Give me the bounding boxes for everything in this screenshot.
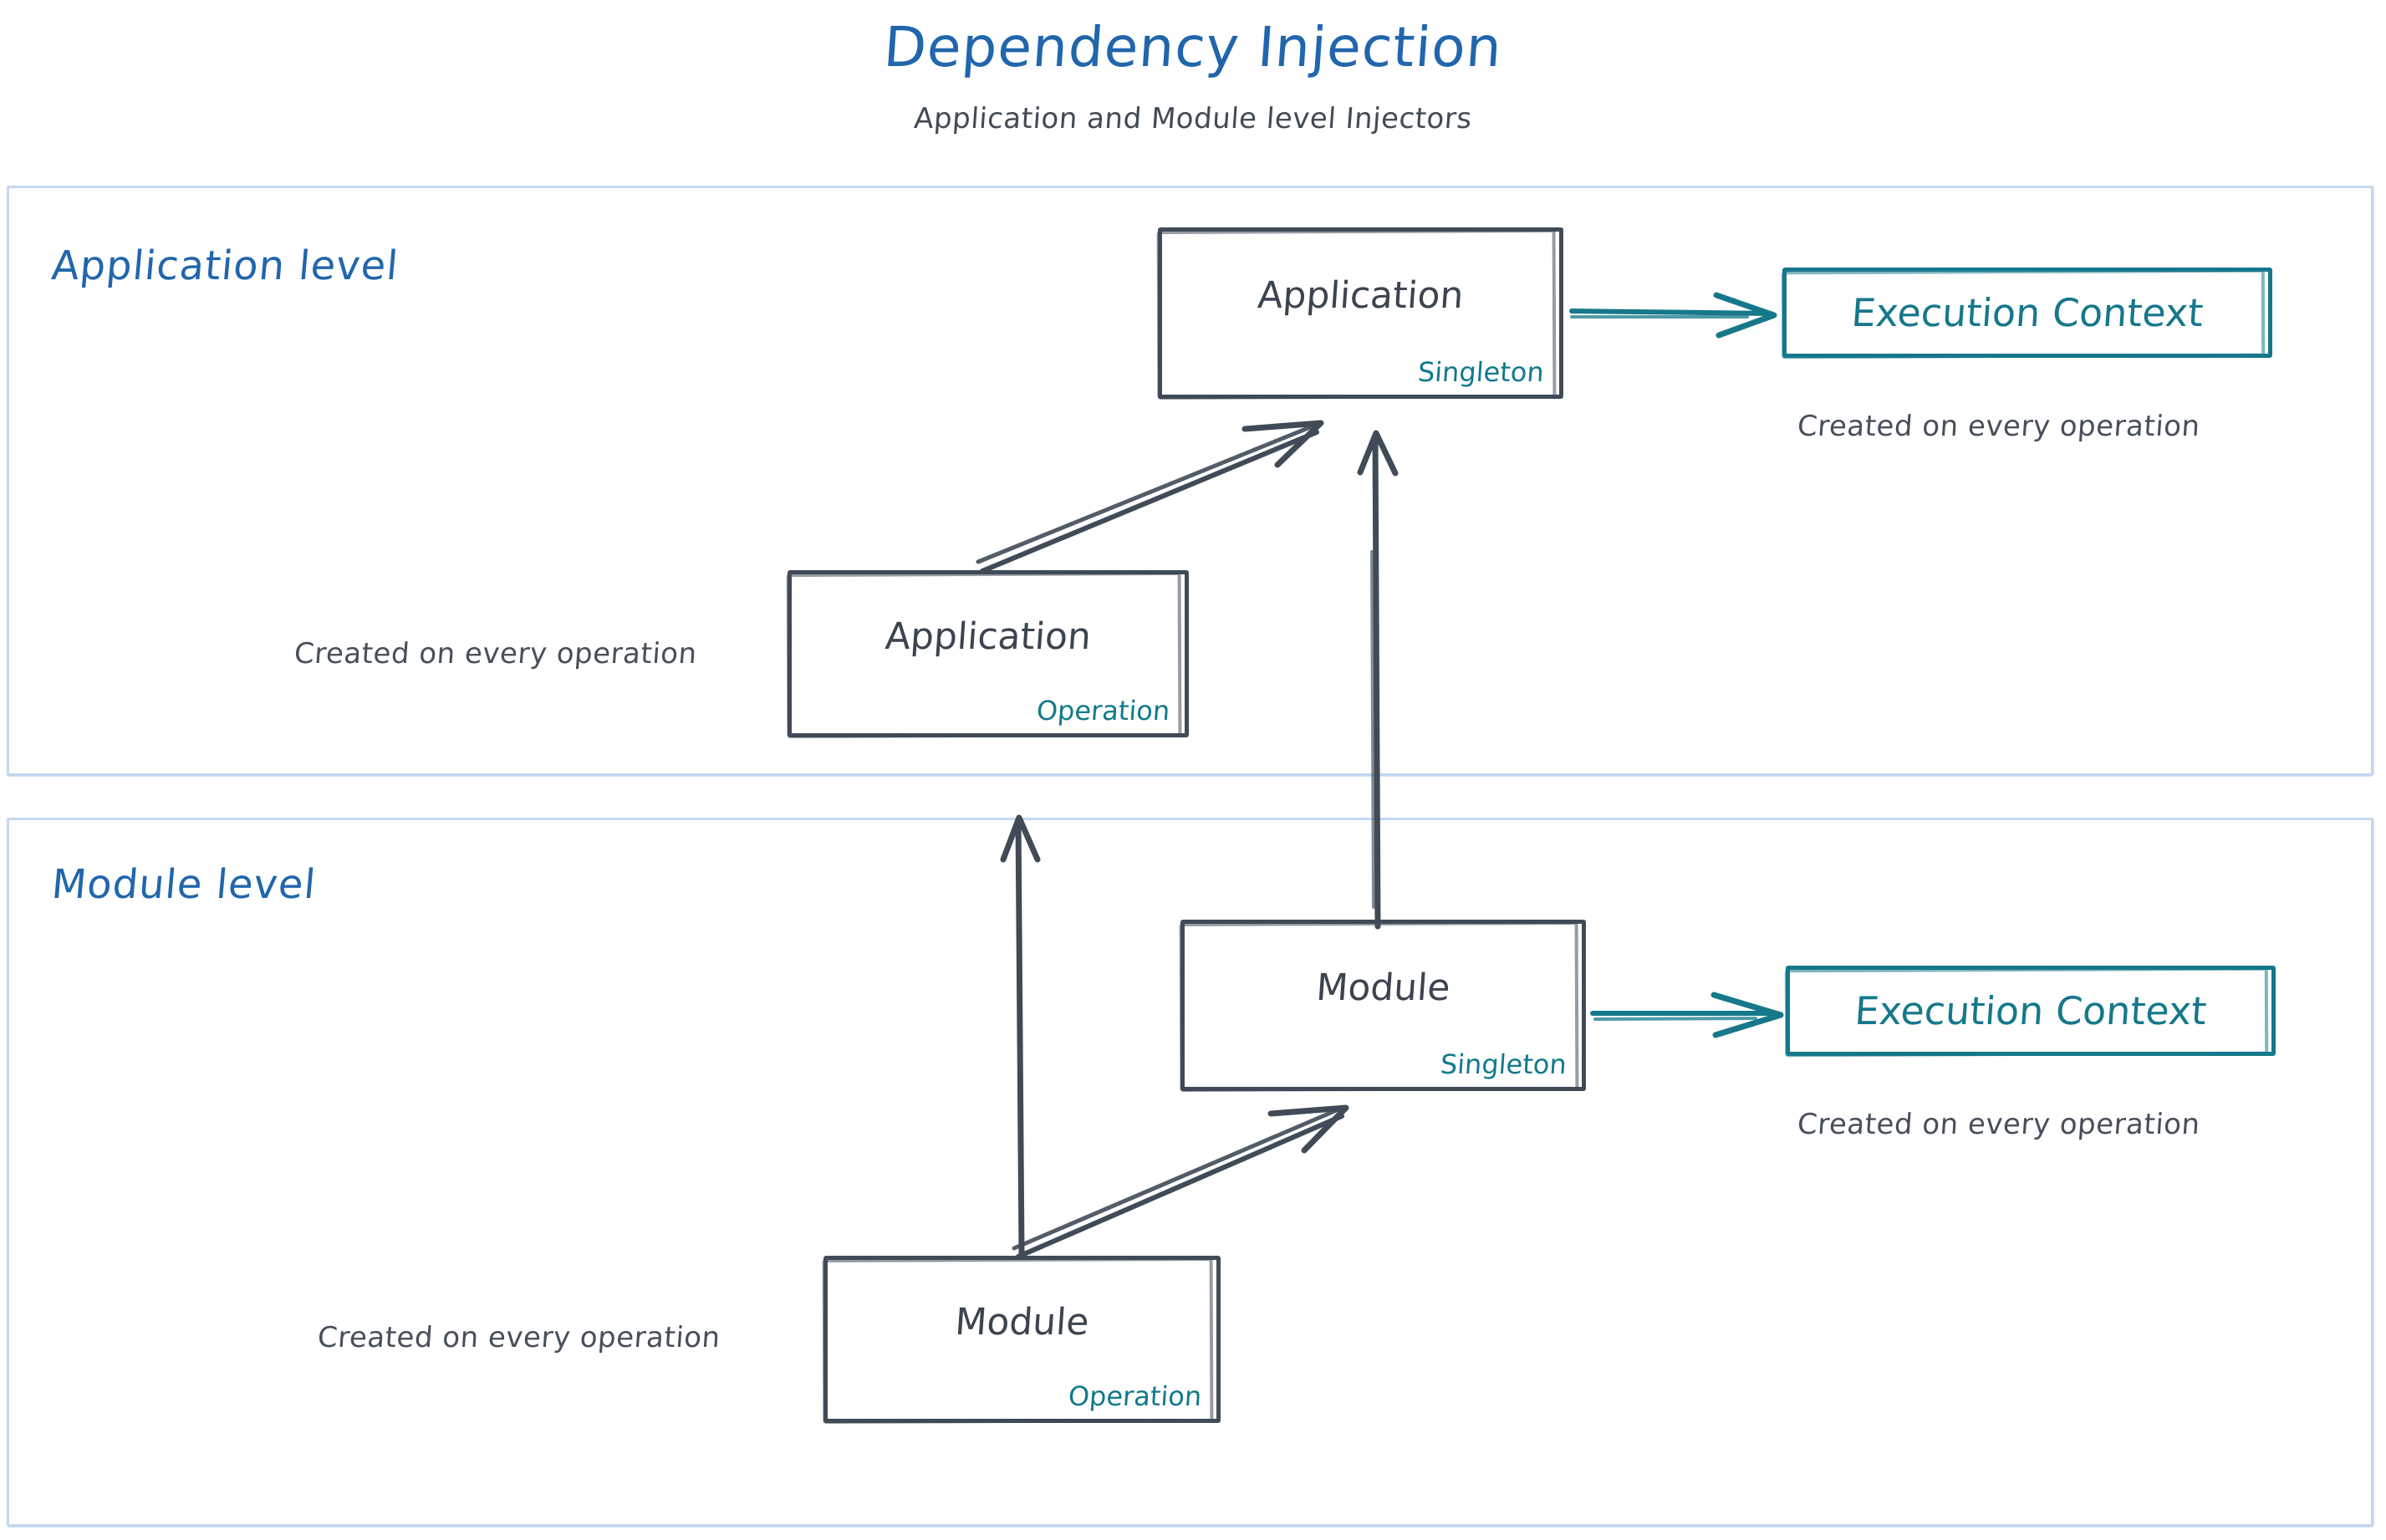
caption-module-operation: Created on every operation <box>316 1321 722 1354</box>
box-application-singleton[interactable]: Application Singleton <box>1158 227 1563 399</box>
caption-execution-context-application: Created on every operation <box>1796 410 2202 443</box>
box-module-operation-scope: Operation <box>1067 1380 1203 1412</box>
box-application-singleton-scope: Singleton <box>1416 356 1546 388</box>
box-execution-context-module[interactable]: Execution Context <box>1786 966 2276 1056</box>
panel-module-level <box>7 818 2373 1527</box>
panel-application-level <box>7 186 2373 776</box>
box-module-operation-title: Module <box>953 1301 1091 1344</box>
box-module-singleton-title: Module <box>1314 966 1452 1009</box>
box-module-operation[interactable]: Module Operation <box>823 1256 1221 1423</box>
box-execution-context-module-title: Execution Context <box>1853 988 2209 1033</box>
panel-label-application-level: Application level <box>49 242 401 289</box>
box-module-singleton[interactable]: Module Singleton <box>1180 920 1586 1091</box>
caption-execution-context-module: Created on every operation <box>1796 1108 2202 1141</box>
box-execution-context-application[interactable]: Execution Context <box>1782 268 2272 358</box>
panel-label-module-level: Module level <box>49 861 319 908</box>
box-module-singleton-scope: Singleton <box>1439 1048 1568 1080</box>
box-execution-context-application-title: Execution Context <box>1849 290 2205 335</box>
box-application-operation[interactable]: Application Operation <box>788 570 1189 737</box>
page-title: Dependency Injection <box>881 15 1505 79</box>
box-application-operation-title: Application <box>884 615 1093 659</box>
page-subtitle: Application and Module level Injectors <box>913 102 1473 135</box>
caption-application-operation: Created on every operation <box>293 637 699 671</box>
box-application-singleton-title: Application <box>1256 273 1466 317</box>
box-application-operation-scope: Operation <box>1035 695 1171 727</box>
